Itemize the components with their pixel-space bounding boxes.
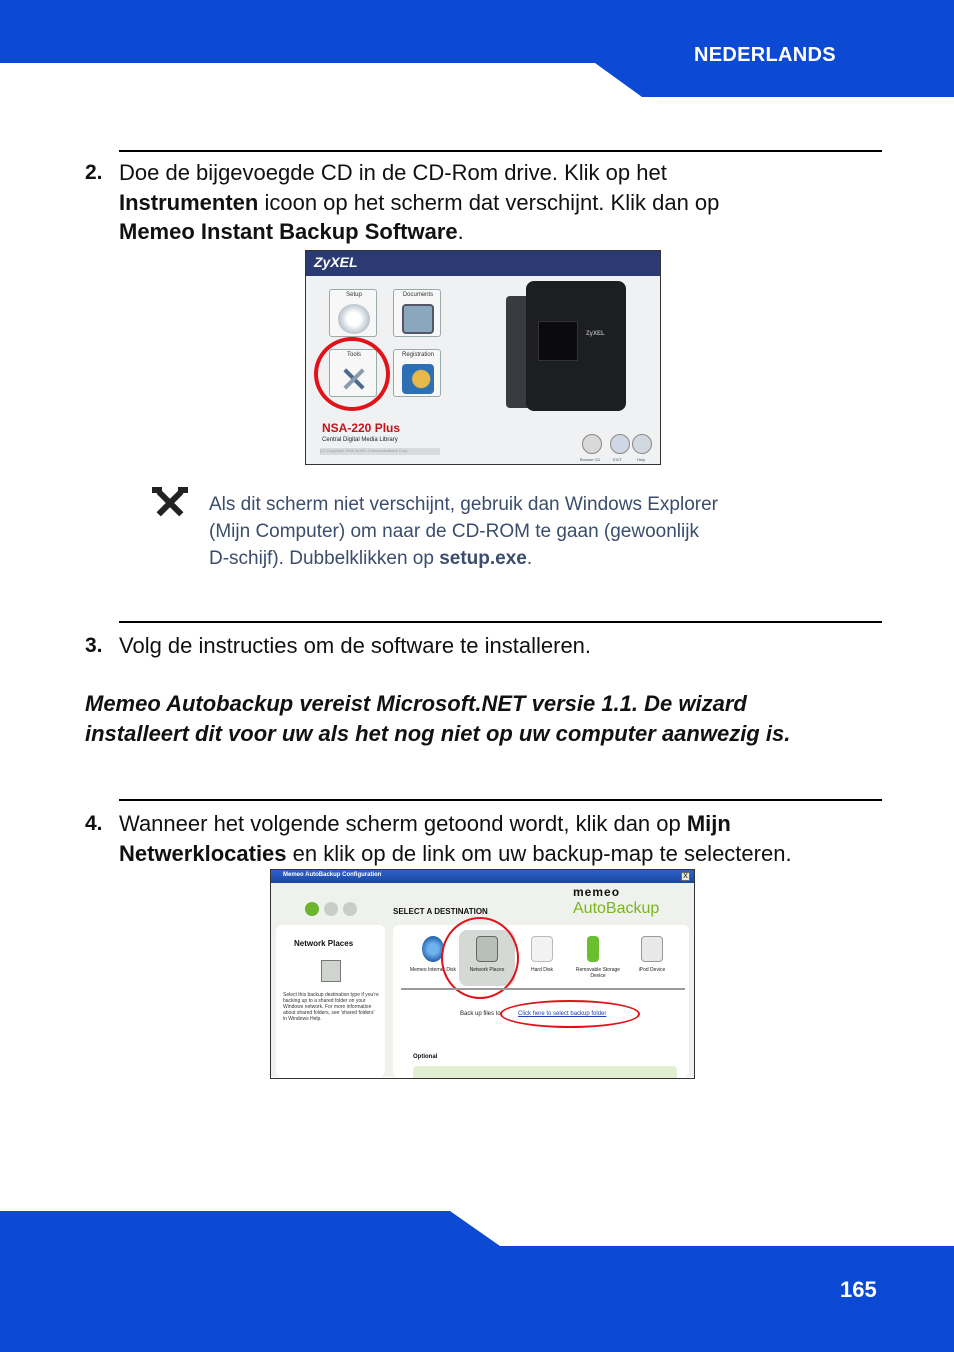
emphasis-line2: installeert dit voor uw als het nog niet…: [85, 721, 791, 746]
registration-tile[interactable]: Registration: [393, 349, 441, 397]
documents-icon: [402, 304, 434, 334]
globe-arrow-icon: [402, 364, 434, 394]
nas-brand-label: ZyXEL: [586, 331, 605, 337]
help-button[interactable]: [632, 434, 652, 454]
step-4-text: Wanneer het volgende scherm getoond word…: [119, 809, 889, 868]
model-subtitle: Central Digital Media Library: [322, 437, 398, 443]
browse-cd-label: Browse CD: [580, 457, 601, 462]
highlight-circle: [441, 917, 519, 999]
step-number: 4.: [85, 812, 103, 835]
info-panel-heading: Network Places: [294, 939, 354, 948]
step-3-text: Volg de instructies om de software te in…: [119, 633, 592, 658]
step-4-line2: en klik op de link om uw backup-map te s…: [286, 840, 792, 866]
setup-tile[interactable]: Setup: [329, 289, 377, 337]
step-4-line1: Wanneer het volgende scherm getoond word…: [119, 811, 687, 836]
browse-cd-button[interactable]: [582, 434, 602, 454]
note-line3: D-schijf). Dubbelklikken op: [209, 548, 440, 569]
emphasis-note: Memeo Autobackup vereist Microsoft.NET v…: [85, 689, 905, 749]
note-bold-setup: setup.exe: [439, 548, 527, 569]
model-name: NSA-220 Plus: [322, 421, 401, 435]
registration-tile-label: Registration: [401, 352, 434, 358]
ipod-icon[interactable]: [641, 936, 663, 962]
language-label: NEDERLANDS: [694, 44, 836, 66]
option-label: Memeo Internet Disk: [409, 967, 457, 973]
step-number: 2.: [85, 161, 103, 184]
nas-front-panel: [538, 321, 578, 361]
step-4-bold-netwerklocaties: Netwerklocaties: [119, 840, 287, 866]
step-2-text: Doe de bijgevoegde CD in de CD-Rom drive…: [119, 158, 889, 247]
step-dot-1: [305, 902, 319, 916]
highlight-ellipse: [500, 1000, 640, 1028]
zyxel-titlebar: ZyXEL: [306, 251, 660, 276]
usb-drive-icon[interactable]: [587, 936, 599, 962]
page-number: 165: [840, 1277, 877, 1302]
exit-button[interactable]: [610, 434, 630, 454]
network-places-icon: [321, 960, 341, 982]
close-icon[interactable]: X: [681, 872, 690, 881]
internet-disk-icon[interactable]: [422, 936, 444, 962]
emphasis-line1: Memeo Autobackup vereist Microsoft.NET v…: [85, 691, 747, 716]
highlight-circle: [314, 337, 390, 411]
memeo-logo: memeo: [573, 885, 621, 899]
cd-icon: [338, 304, 370, 334]
divider: [401, 988, 685, 990]
note-line2: (Mijn Computer) om naar de CD-ROM te gaa…: [209, 521, 699, 542]
note-text: Als dit scherm niet verschijnt, gebruik …: [209, 491, 849, 572]
hard-disk-icon[interactable]: [531, 936, 553, 962]
step-number: 3.: [85, 634, 103, 657]
section-divider: [119, 621, 882, 623]
step-2-period: .: [457, 219, 464, 244]
footer-band: [0, 1211, 954, 1352]
exit-label: EXIT: [613, 457, 622, 462]
step-dot-3: [343, 902, 357, 916]
step-dot-2: [324, 902, 338, 916]
step-4-bold-mijn: Mijn: [686, 811, 731, 836]
autobackup-logo: AutoBackup: [573, 900, 660, 917]
info-panel-text: Select this backup destination type if y…: [283, 992, 379, 1022]
help-label: Help: [637, 457, 646, 462]
step-2-line1: Doe de bijgevoegde CD in de CD-Rom drive…: [119, 160, 667, 185]
select-destination-label: SELECT A DESTINATION: [393, 907, 488, 916]
step-2-bold-software: Memeo Instant Backup Software: [119, 219, 458, 244]
info-panel: [276, 925, 385, 1077]
note-period: .: [526, 548, 533, 569]
documents-tile-label: Documents: [402, 292, 434, 298]
step-2-line2: icoon op het scherm dat verschijnt. Klik…: [258, 189, 720, 215]
nas-device-side: [506, 296, 528, 408]
note-line1: Als dit scherm niet verschijnt, gebruik …: [209, 494, 718, 515]
option-label: Removable Storage Device: [575, 967, 621, 979]
nas-device-image: ZyXEL: [526, 281, 626, 411]
section-divider: [119, 799, 882, 801]
backup-label: Back up files to:: [460, 1011, 503, 1017]
setup-tile-label: Setup: [346, 292, 362, 298]
tools-icon: [152, 487, 188, 517]
memeo-titlebar: Memeo AutoBackup Configuration X: [271, 870, 694, 883]
memeo-window-title: Memeo AutoBackup Configuration: [283, 872, 382, 878]
optional-panel: [413, 1066, 677, 1078]
option-label: iPod Device: [638, 967, 666, 973]
documents-tile[interactable]: Documents: [393, 289, 441, 337]
copyright-bar: (C) Copyright 2008 ZyXEL Communications …: [320, 448, 440, 455]
zyxel-logo: ZyXEL: [314, 254, 358, 270]
step-2-bold-tools: Instrumenten: [119, 189, 259, 215]
optional-label: Optional: [413, 1054, 438, 1060]
zyxel-cd-menu-screenshot: ZyXEL Setup Documents Tools Registration…: [305, 250, 661, 465]
section-divider: [119, 150, 882, 152]
memeo-autobackup-screenshot: Memeo AutoBackup Configuration X SELECT …: [270, 869, 695, 1079]
option-label: Hard Disk: [531, 967, 553, 973]
header-band: [0, 0, 954, 97]
